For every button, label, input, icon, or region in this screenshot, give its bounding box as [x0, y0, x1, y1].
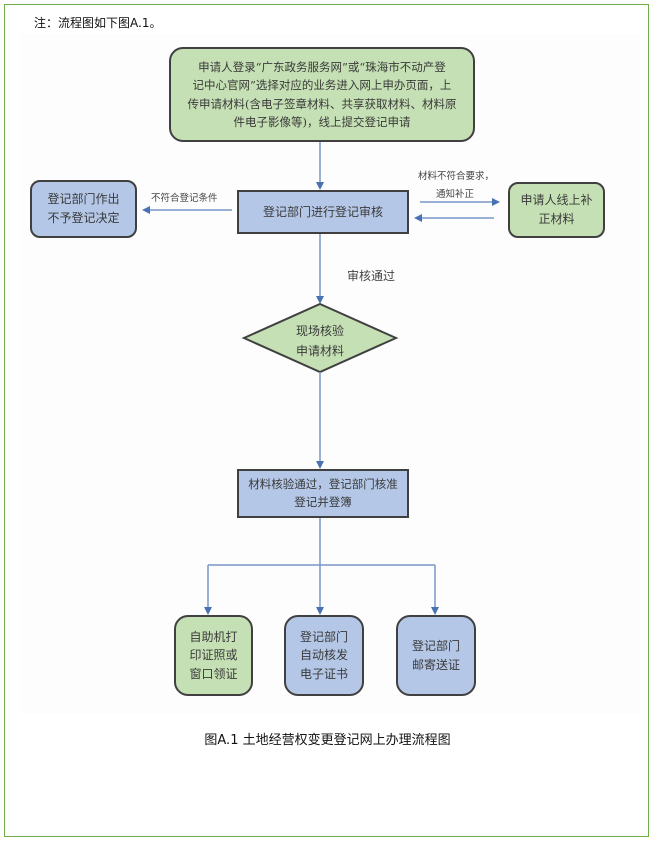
node-onsite-verification-line: 现场核验 — [295, 324, 344, 338]
label-not-eligible: 不符合登记条件 — [151, 193, 218, 204]
node-apply-online: 申请人登录“广东政务服务网”或“珠海市不动产登 记中心官网”选择对应的业务进入网… — [169, 47, 475, 142]
node-registration-review: 登记部门进行登记审核 — [237, 190, 409, 234]
label-review-passed: 审核通过 — [347, 269, 396, 283]
label-not-meet-requirements: 材料不符合要求， — [418, 171, 495, 182]
node-registration-review-line: 登记部门进行登记审核 — [262, 204, 383, 219]
node-supplement-materials: 申请人线上补 正材料 — [508, 182, 605, 238]
node-mail-certificate-line: 登记部门 — [411, 638, 460, 653]
node-self-service-print-line: 窗口领证 — [189, 666, 238, 681]
node-onsite-verification-line: 申请材料 — [295, 344, 344, 359]
node-approve-register-line: 登记并登簿 — [294, 494, 352, 509]
note-text: 注：流程图如下图A.1。 — [34, 16, 162, 30]
node-apply-online-line: 申请人登录“广东政务服务网”或“珠海市不动产登 — [198, 59, 446, 74]
node-auto-e-certificate-line: 电子证书 — [299, 666, 348, 681]
node-mail-certificate: 登记部门 邮寄送证 — [396, 615, 476, 696]
node-apply-online-line: 件电子影像等)，线上提交登记申请 — [233, 114, 411, 129]
node-apply-online-line: 传申请材料(含电子签章材料、共享获取材料、材料原 — [187, 96, 457, 111]
node-reject-decision: 登记部门作出 不予登记决定 — [30, 180, 137, 238]
node-self-service-print-line: 自助机打 — [189, 629, 238, 644]
flowchart-connectors — [142, 141, 500, 615]
node-auto-e-certificate-line: 自动核发 — [299, 648, 348, 663]
node-reject-decision-line: 不予登记决定 — [47, 211, 120, 225]
label-notify-correction: 通知补正 — [436, 189, 475, 200]
node-onsite-verification: 现场核验 申请材料 — [270, 321, 370, 362]
node-mail-certificate-line: 邮寄送证 — [411, 657, 460, 672]
node-supplement-materials-line: 申请人线上补 — [520, 193, 593, 208]
node-self-service-print: 自助机打 印证照或 窗口领证 — [174, 615, 253, 696]
node-supplement-materials-line: 正材料 — [538, 212, 575, 226]
node-approve-register-line: 材料核验通过，登记部门核准 — [248, 476, 398, 491]
figure-caption: 图A.1 土地经营权变更登记网上办理流程图 — [204, 733, 451, 748]
node-auto-e-certificate: 登记部门 自动核发 电子证书 — [284, 615, 364, 696]
node-auto-e-certificate-line: 登记部门 — [299, 629, 348, 644]
flowchart-figure: 申请人登录“广东政务服务网”或“珠海市不动产登 记中心官网”选择对应的业务进入网… — [20, 34, 640, 714]
node-approve-register: 材料核验通过，登记部门核准 登记并登簿 — [237, 469, 409, 518]
node-self-service-print-line: 印证照或 — [189, 648, 238, 663]
node-apply-online-line: 记中心官网”选择对应的业务进入网上申办页面，上 — [192, 78, 452, 93]
page-frame — [4, 4, 649, 837]
node-reject-decision-line: 登记部门作出 — [47, 192, 120, 207]
